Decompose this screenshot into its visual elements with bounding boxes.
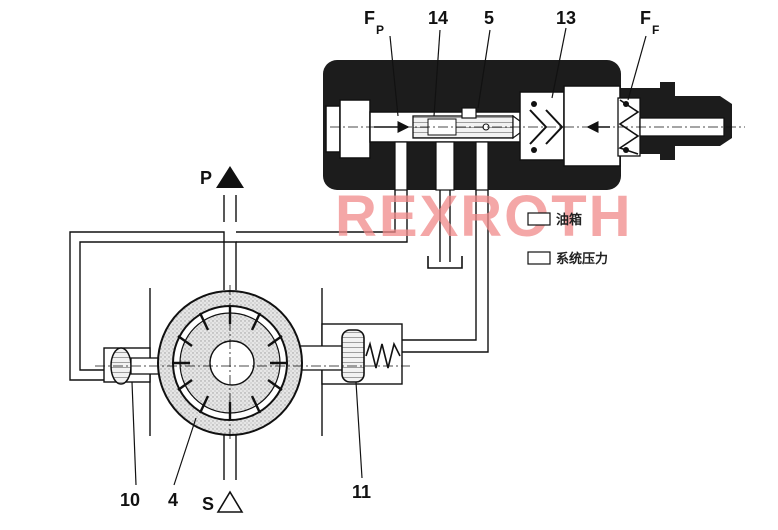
legend-tank-label: 油箱 — [556, 212, 582, 227]
compensator-housing — [323, 60, 745, 191]
label-11: 11 — [352, 482, 371, 502]
legend-tank-swatch — [527, 212, 551, 226]
label-5: 5 — [484, 8, 494, 28]
left-plug — [325, 105, 341, 153]
label-fp-sub: P — [376, 23, 384, 37]
watermark: REXROTH — [335, 184, 633, 249]
hydraulic-lines — [69, 190, 489, 480]
bias-spring — [365, 341, 401, 369]
spring-seat-chamber — [519, 91, 565, 161]
suction-port-triangle — [216, 490, 244, 513]
label-14: 14 — [428, 8, 448, 28]
large-piston — [341, 329, 365, 383]
drive-shaft — [209, 340, 255, 386]
label-port-s: S — [202, 494, 214, 514]
legend-pressure-label: 系统压力 — [556, 251, 608, 266]
legend-pressure-swatch — [527, 251, 551, 265]
leader-lines — [131, 27, 647, 486]
vane-pump — [95, 285, 410, 440]
legend: 油箱 系统压力 — [527, 212, 608, 266]
label-port-p: P — [200, 168, 212, 188]
label-ff: F — [640, 8, 651, 28]
label-fp: F — [364, 8, 375, 28]
label-13: 13 — [556, 8, 576, 28]
label-4: 4 — [168, 490, 178, 510]
pressure-port-triangle — [216, 166, 244, 188]
label-10: 10 — [120, 490, 140, 510]
label-ff-sub: F — [652, 23, 659, 37]
